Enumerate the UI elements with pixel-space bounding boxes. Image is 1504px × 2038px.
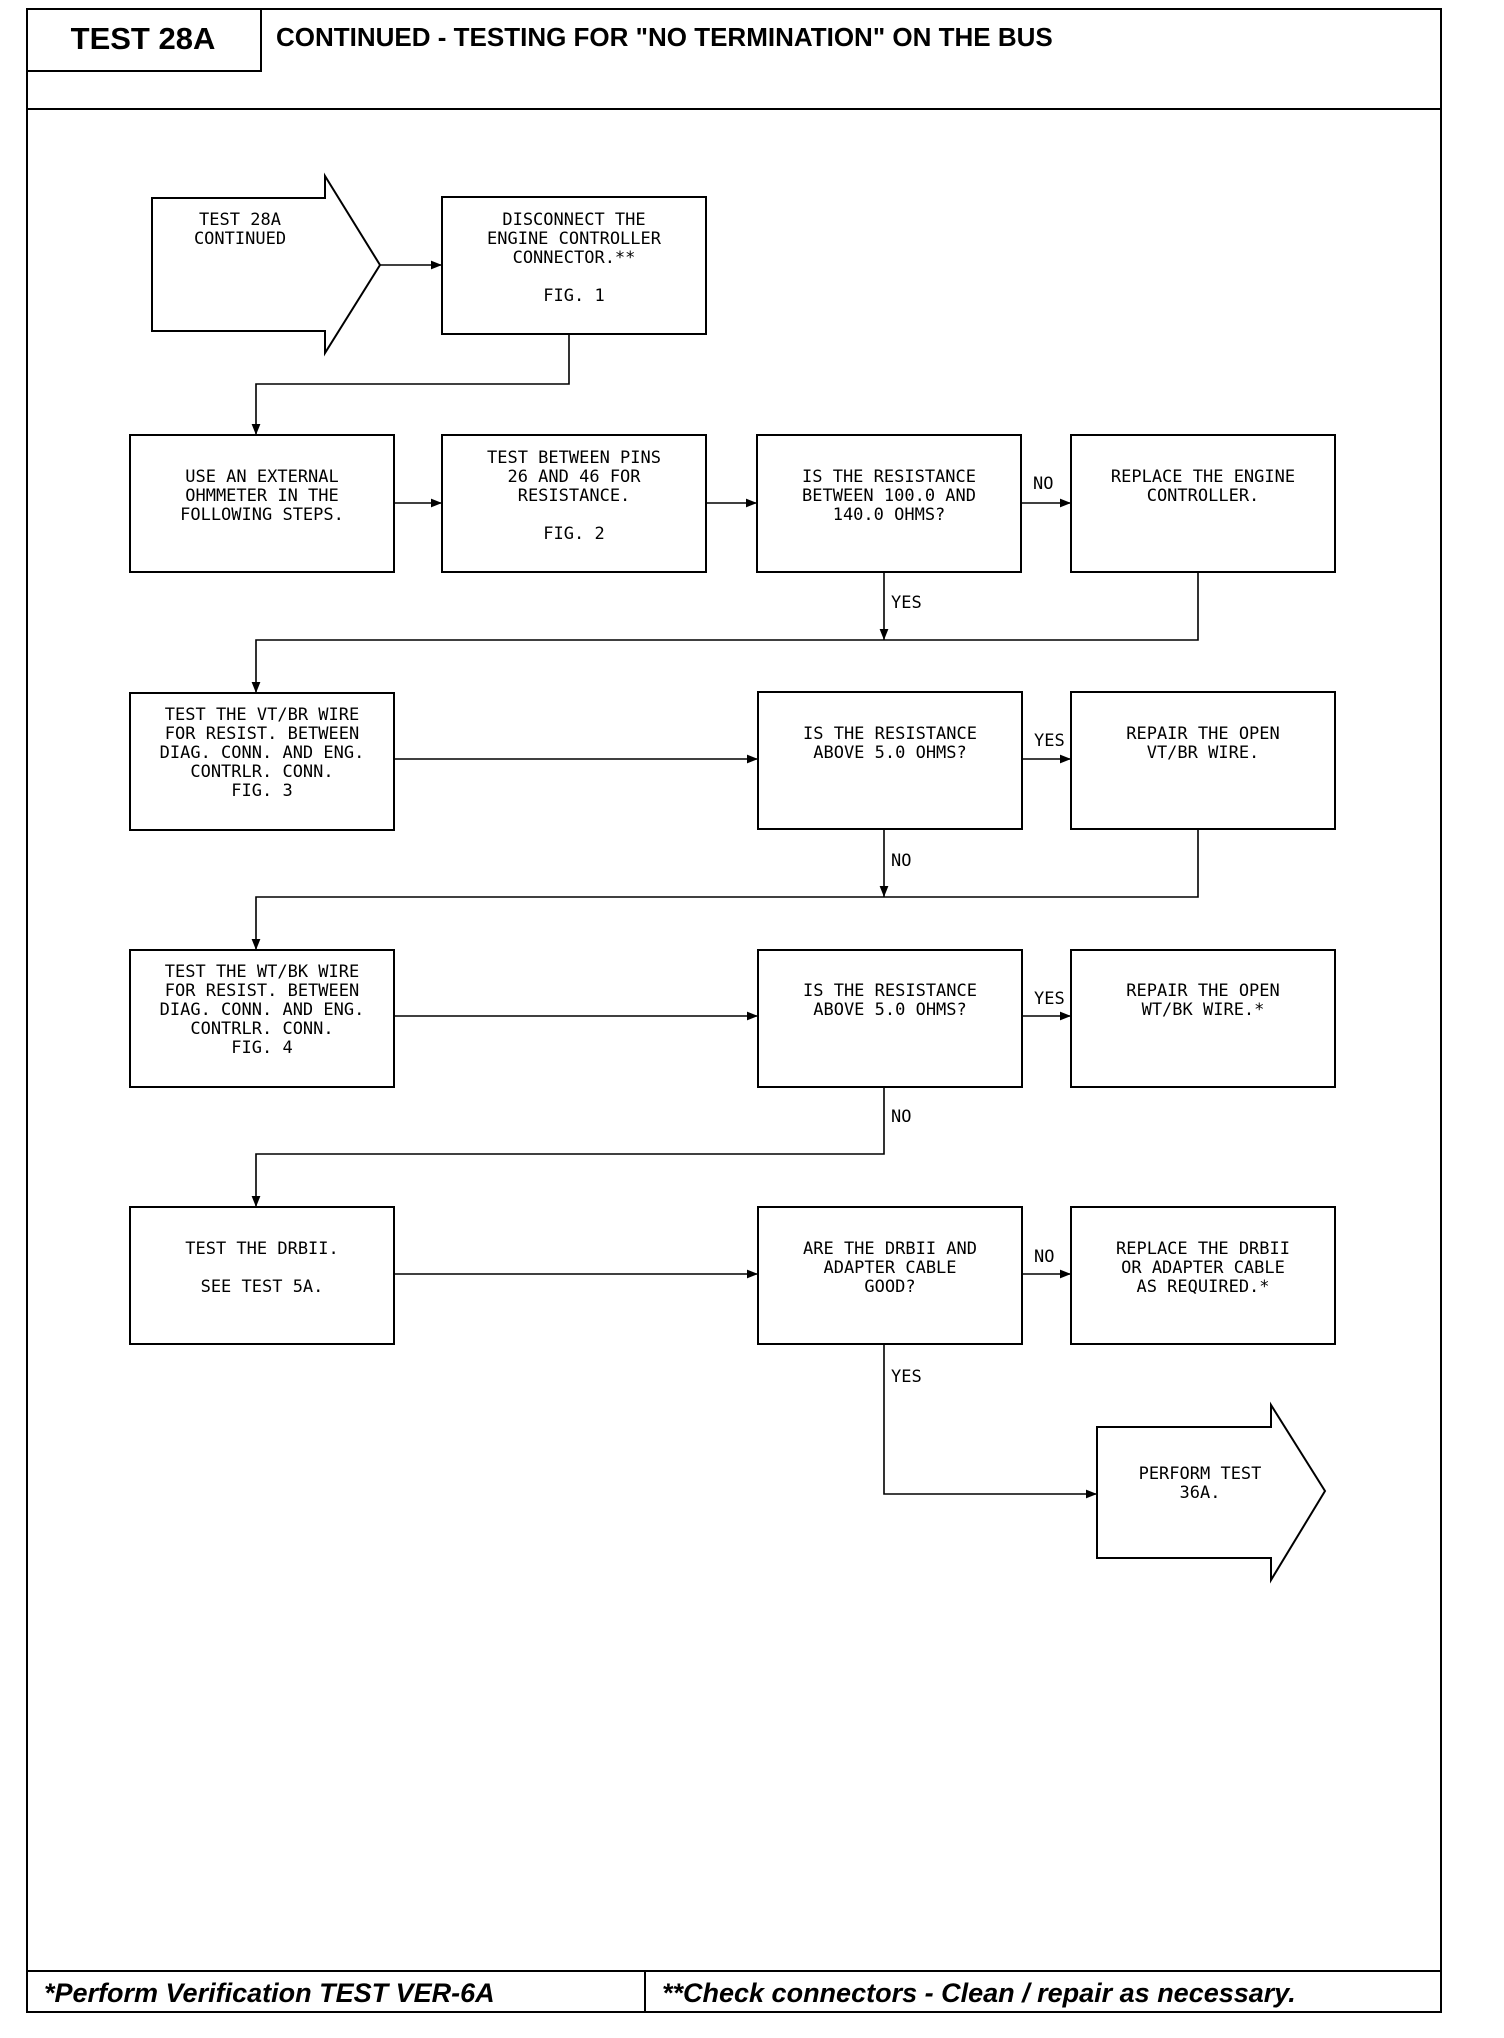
node-text-line: USE AN EXTERNAL [185,467,339,487]
step-test-drbii-text: TEST THE DRBII. SEE TEST 5A. [185,1239,339,1297]
label-yes: YES [891,593,922,613]
node-text-line: TEST THE DRBII. [185,1239,339,1259]
node-text-line: VT/BR WIRE. [1147,743,1260,763]
node-text-line: REPLACE THE DRBII [1116,1239,1290,1259]
arrow-replace-controller-to-vtbr [251,572,1199,693]
step-repair-wtbk [1070,949,1336,1088]
node-text-line: ARE THE DRBII AND [803,1239,977,1259]
node-text-line: REPAIR THE OPEN [1126,981,1280,1001]
node-text-line: IS THE RESISTANCE [803,724,977,744]
node-text-line: DISCONNECT THE [502,210,645,230]
label-yes: YES [1034,989,1065,1009]
node-text-line: FIG. 4 [231,1038,292,1058]
page-title: CONTINUED - TESTING FOR "NO TERMINATION"… [276,22,1053,52]
node-text-line: TEST THE WT/BK WIRE [165,962,359,982]
footer-divider [26,1970,1442,1972]
start-connector [151,172,382,357]
node-text-line: FOR RESIST. BETWEEN [165,981,359,1001]
step-test-drbii [129,1206,395,1345]
node-text-line: REPAIR THE OPEN [1126,724,1280,744]
node-text-line: RESISTANCE. [518,486,631,506]
node-text-line: TEST THE VT/BR WIRE [165,705,359,725]
node-text-line: CONTINUED [194,229,286,249]
node-text-line: FOR RESIST. BETWEEN [165,724,359,744]
node-text-line: ADAPTER CABLE [823,1258,956,1278]
step-disconnect [441,196,707,335]
step-test-pins [441,434,707,573]
step-test-wtbk [129,949,395,1088]
node-text-line: CONTRLR. CONN. [190,1019,333,1039]
node-text-line: CONTROLLER. [1147,486,1260,506]
node-text-line: OHMMETER IN THE [185,486,339,506]
node-text-line: IS THE RESISTANCE [802,467,976,487]
decision-drbii-good [757,1206,1023,1345]
decision-wtbk-above [757,949,1023,1088]
node-text-line: CONTRLR. CONN. [190,762,333,782]
decision-vtbr-above [757,691,1023,830]
node-text-line: ABOVE 5.0 OHMS? [813,743,967,763]
node-text-line: 140.0 OHMS? [833,505,946,525]
node-text-line: REPLACE THE ENGINE [1111,467,1295,487]
node-text-line: SEE TEST 5A. [201,1277,324,1297]
node-text-line: 36A. [1180,1483,1221,1503]
label-no: NO [891,1107,911,1127]
arrow-wtbk-no-to-drbii [251,1087,885,1207]
test-id-tag: TEST 28A [26,8,262,72]
footer-separator [644,1970,646,2013]
step-replace-drbii [1070,1206,1336,1345]
node-text-line: FIG. 3 [231,781,292,801]
footer-verification-note: *Perform Verification TEST VER-6A [44,1978,495,2008]
label-no: NO [891,851,911,871]
node-text-line: IS THE RESISTANCE [803,981,977,1001]
node-text-line: CONNECTOR.** [513,248,636,268]
footer-connector-note: **Check connectors - Clean / repair as n… [662,1978,1296,2008]
end-connector [1096,1401,1327,1584]
label-yes: YES [1034,731,1065,751]
node-text-line: PERFORM TEST [1139,1464,1262,1484]
node-text-line: AS REQUIRED.* [1136,1277,1269,1297]
node-text-line: 26 AND 46 FOR [507,467,641,487]
node-text-line: FIG. 1 [543,286,604,306]
node-text-line: WT/BK WIRE.* [1142,1000,1265,1020]
page-frame [26,8,1442,2013]
step-repair-vtbr [1070,691,1336,830]
step-test-vtbr [129,692,395,831]
step-use-ohmmeter [129,434,395,573]
label-yes: YES [891,1367,922,1387]
node-text-line: FOLLOWING STEPS. [180,505,344,525]
node-text-line: TEST BETWEEN PINS [487,448,661,468]
node-text-line: BETWEEN 100.0 AND [802,486,976,506]
node-text-line: OR ADAPTER CABLE [1121,1258,1285,1278]
label-no: NO [1034,1247,1054,1267]
header-divider [26,108,1442,110]
arrow-repair-vtbr-to-wtbk [251,829,1199,950]
node-text-line: DIAG. CONN. AND ENG. [160,1000,365,1020]
label-no: NO [1033,474,1053,494]
node-text-line: ENGINE CONTROLLER [487,229,662,249]
node-text-line: DIAG. CONN. AND ENG. [160,743,365,763]
node-text-line: FIG. 2 [543,524,604,544]
node-text-line: GOOD? [864,1277,915,1297]
arrow-disconnect-to-ohmmeter [251,334,570,435]
node-text-line: TEST 28A [199,210,281,230]
arrow-drbii-yes-to-perform [883,1344,1097,1499]
node-text-line: ABOVE 5.0 OHMS? [813,1000,967,1020]
